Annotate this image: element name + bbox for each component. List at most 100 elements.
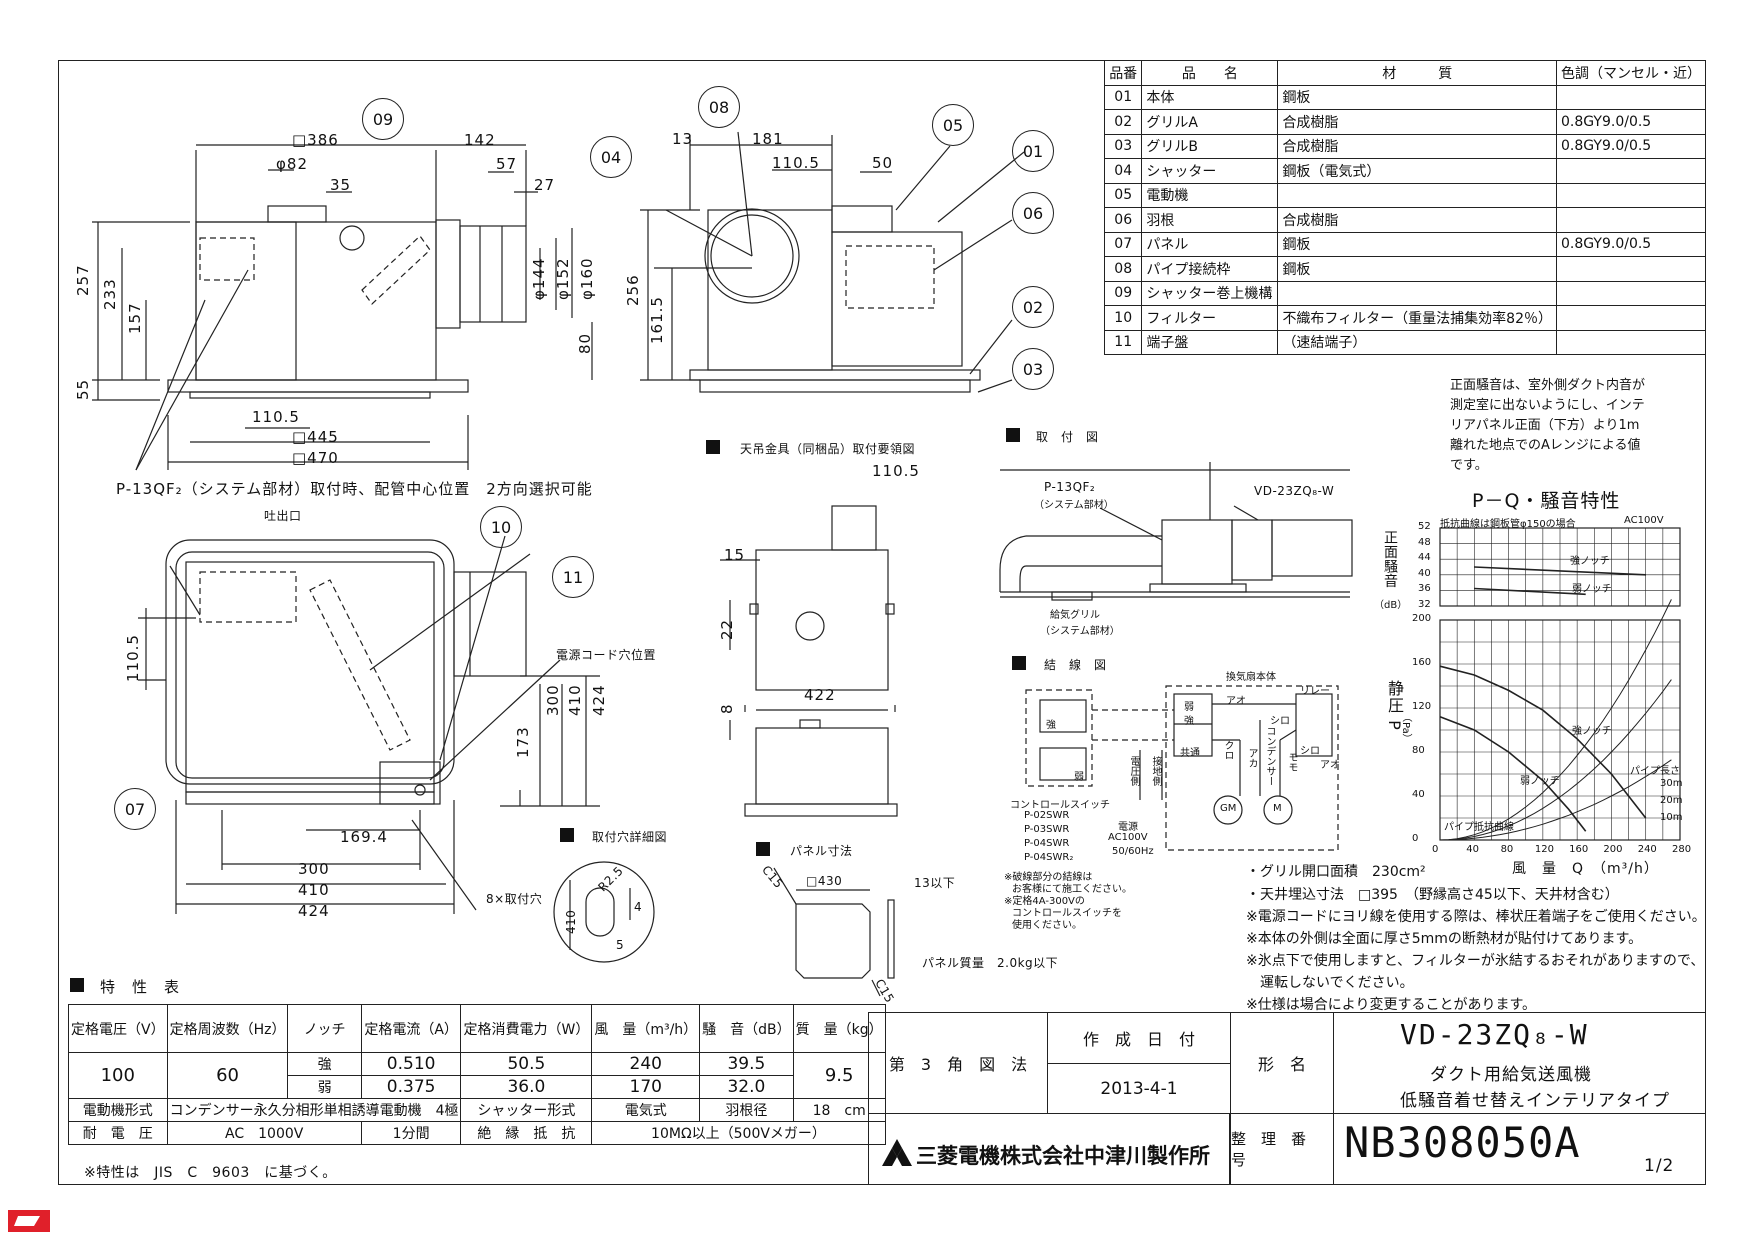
- parts-cell: 0.8GY9.0/0.5: [1556, 231, 1706, 257]
- parts-cell: 合成樹脂: [1277, 133, 1557, 159]
- outlet-label: 吐出口: [264, 509, 302, 523]
- spec-motor-value: コンデンサー永久分相形単相誘導電動機 4極: [166, 1098, 462, 1122]
- chart-intro: です。: [1450, 458, 1488, 473]
- chart-subnote: 抵抗曲線は鋼板管φ150の場合: [1440, 519, 1576, 530]
- bottom-view: [138, 535, 600, 914]
- balloon-09: 09: [362, 98, 404, 140]
- wiring-label: リレー: [1300, 686, 1330, 697]
- wiring-label: 接地側: [1150, 756, 1161, 786]
- parts-cell: 端子盤: [1141, 329, 1279, 355]
- balloon-01: 01: [1012, 130, 1054, 172]
- note-line: 運転しないでください。: [1246, 975, 1414, 991]
- x-tick-label: 240: [1637, 844, 1657, 855]
- noise-axis-unit: （dB）: [1374, 600, 1408, 611]
- front-view-note: P-13QF₂（システム部材）取付時、配管中心位置 2方向選択可能: [116, 480, 593, 498]
- projection-cell: 第 3 角 図 法: [868, 1012, 1048, 1114]
- company-name: 三菱電機株式会社中津川製作所: [916, 1144, 1210, 1168]
- dim-label: 50: [872, 154, 894, 172]
- dim-label: 256: [624, 274, 642, 306]
- wiring-note: コントロールスイッチを: [1012, 908, 1122, 919]
- pressure-axis-label: 静圧 P: [1385, 680, 1404, 731]
- spec-insulation-label: 絶 縁 抵 抗: [460, 1121, 593, 1145]
- section-marker: [756, 842, 770, 856]
- curve-label: 弱ノッチ: [1572, 584, 1612, 595]
- x-tick-label: 40: [1466, 844, 1480, 855]
- install-label: 給気グリル: [1050, 610, 1100, 621]
- curve-label: 弱ノッチ: [1520, 776, 1560, 787]
- parts-cell: 02: [1103, 109, 1143, 135]
- dim-label: 233: [101, 278, 119, 310]
- section-marker: [1012, 656, 1026, 670]
- spec-notch: 強: [287, 1052, 362, 1076]
- parts-cell: 本体: [1141, 84, 1279, 110]
- curve-label: 20m: [1660, 795, 1683, 806]
- wiring-label: シロ: [1300, 746, 1320, 757]
- dim-label: 4: [634, 900, 643, 914]
- wiring-note: ※定格4A-300Vの: [1004, 896, 1085, 907]
- dim-label: 27: [534, 176, 556, 194]
- parts-cell: パネル: [1141, 231, 1279, 257]
- install-label: （システム部材）: [1040, 626, 1120, 637]
- number-label-cell: 整 理 番 号: [1230, 1113, 1334, 1185]
- company-logo: [880, 1138, 914, 1168]
- install-model-label: VD-23ZQ₈-W: [1254, 484, 1335, 498]
- x-tick-label: 0: [1432, 844, 1439, 855]
- wiring-label: 50/60Hz: [1112, 846, 1154, 857]
- wiring-label: アオ: [1226, 696, 1246, 707]
- curve-label: 強ノッチ: [1570, 556, 1610, 567]
- parts-cell: [1556, 182, 1706, 208]
- drawing-number: NB308050A: [1344, 1118, 1581, 1167]
- dim-label: 13: [672, 130, 694, 148]
- parts-cell: パイプ接続枠: [1141, 256, 1279, 282]
- dim-label: 410: [564, 909, 578, 934]
- pq-curve-0: [1439, 665, 1647, 819]
- dim-label: 173: [514, 726, 532, 758]
- note-line: ・グリル開口面積 230cm²: [1246, 864, 1426, 880]
- dim-label: φ152: [554, 257, 572, 300]
- dim-label: □430: [806, 874, 843, 888]
- pressure-tick-label: 200: [1412, 613, 1432, 624]
- spec-header: ノッチ: [287, 1004, 362, 1053]
- spec-title: 特 性 表: [100, 978, 181, 996]
- wiring-label: 強: [1184, 716, 1194, 727]
- note-line: ※仕様は場合により変更することがあります。: [1246, 997, 1537, 1013]
- parts-cell: 11: [1103, 329, 1143, 355]
- curve-label: 強ノッチ: [1572, 726, 1612, 737]
- balloon-10: 10: [480, 506, 522, 548]
- model-desc-2: 低騒音着せ替えインテリアタイプ: [1400, 1091, 1670, 1111]
- noise-curve-0: [1474, 566, 1646, 576]
- curve-label: 10m: [1660, 812, 1683, 823]
- dim-label: φ82: [276, 155, 308, 173]
- spec-withstand-time: 1分間: [360, 1121, 462, 1145]
- balloon-03: 03: [1012, 348, 1054, 390]
- spec-table: 定格電圧（V） 定格周波数（Hz） ノッチ 定格電流（A） 定格消費電力（W） …: [68, 1004, 886, 1145]
- wiring-note: お客様にて施工ください。: [1012, 884, 1132, 895]
- panel-view: [773, 867, 895, 997]
- noise-curve-1: [1474, 587, 1586, 596]
- wiring-label: AC100V: [1108, 832, 1148, 843]
- dim-label: 55: [74, 378, 92, 400]
- parts-cell: [1277, 280, 1557, 306]
- parts-cell: 09: [1103, 280, 1143, 306]
- parts-cell: 01: [1103, 84, 1143, 110]
- wiring-label: アカ: [1246, 748, 1257, 768]
- parts-cell: 10: [1103, 305, 1143, 331]
- wiring-label: 共通: [1180, 748, 1200, 759]
- spec-withstand-label: 耐 電 圧: [68, 1121, 168, 1145]
- panel-mass: パネル質量 2.0kg以下: [922, 956, 1059, 970]
- mount-hole-label: 8×取付穴: [486, 892, 543, 906]
- section-marker: [560, 828, 574, 842]
- spec-voltage: 100: [68, 1052, 168, 1099]
- parts-cell: 05: [1103, 182, 1143, 208]
- wiring-label: モモ: [1286, 752, 1297, 772]
- install-view: [999, 462, 1353, 601]
- section-marker: [70, 978, 84, 992]
- panel-title: パネル寸法: [790, 844, 853, 858]
- x-tick-label: 80: [1500, 844, 1514, 855]
- wiring-label: 弱: [1074, 772, 1084, 783]
